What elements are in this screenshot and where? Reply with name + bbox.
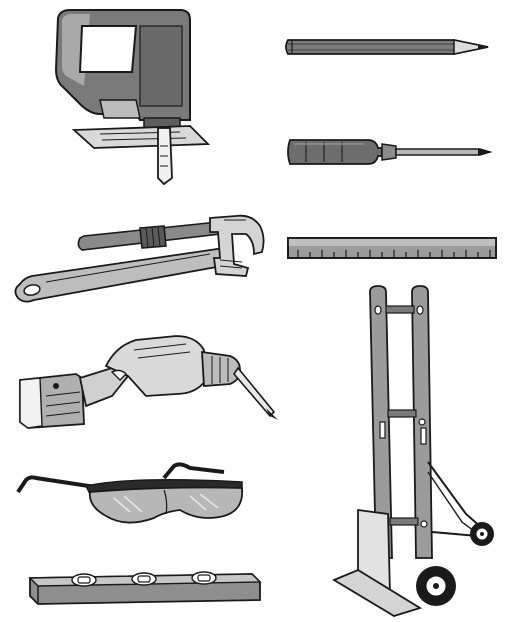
pipe-wrench-icon — [10, 212, 272, 308]
pencil-icon — [284, 36, 494, 58]
safety-glasses-icon — [14, 458, 246, 534]
cordless-drill-icon — [16, 330, 282, 430]
level-icon — [26, 568, 264, 608]
screwdriver-icon — [284, 134, 496, 170]
hand-truck-icon — [332, 282, 508, 618]
jigsaw-icon — [40, 6, 220, 186]
ruler-icon — [286, 236, 500, 262]
